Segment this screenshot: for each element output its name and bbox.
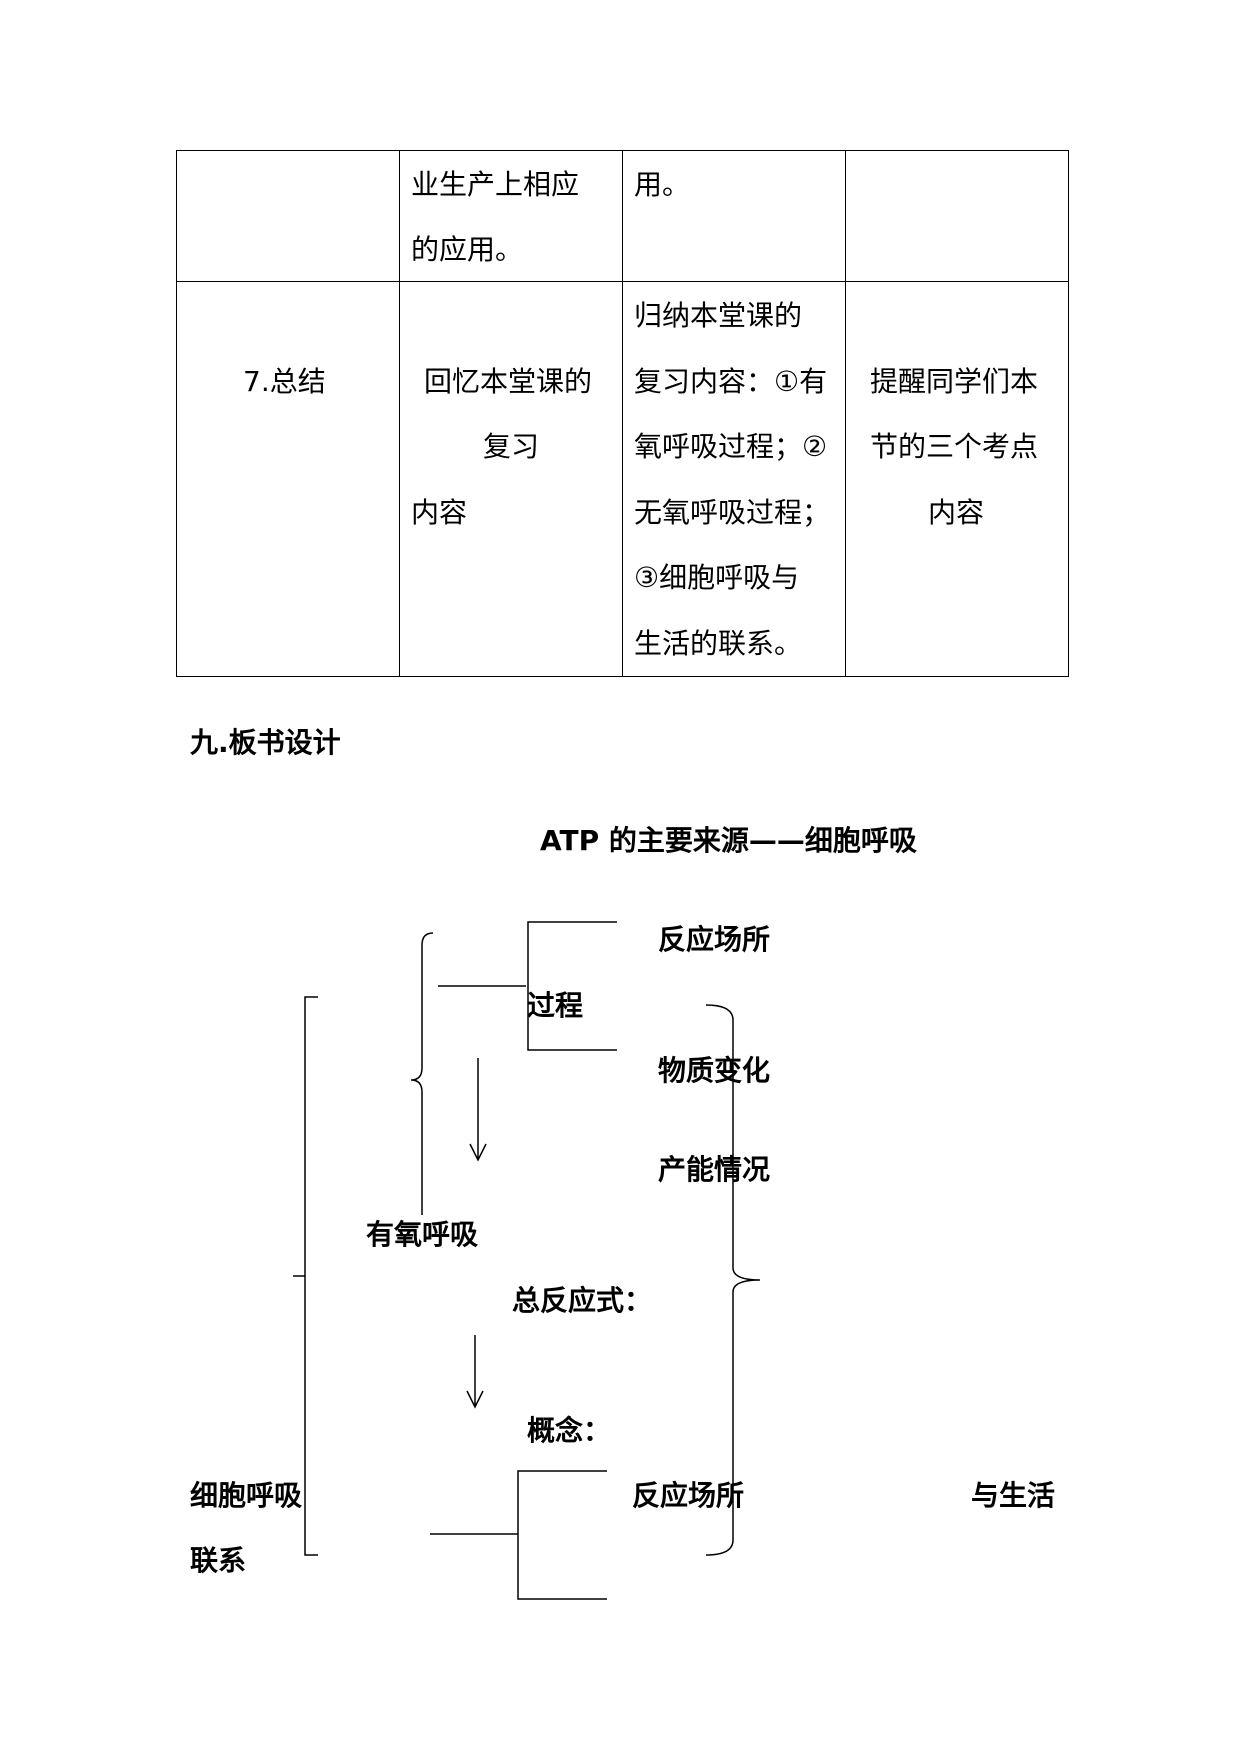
board-title: ATP 的主要来源——细胞呼吸 xyxy=(540,824,917,857)
design-intent-text: 内容 xyxy=(928,496,985,529)
design-intent-text: 节的三个考点 xyxy=(870,430,1039,463)
table-text: 的应用。 xyxy=(411,233,524,266)
teacher-activity-text: ③细胞呼吸与 xyxy=(634,561,800,594)
reaction-site-label: 反应场所 xyxy=(658,923,771,956)
with-life-label: 与生活 xyxy=(971,1479,1056,1512)
right-bracket xyxy=(705,1004,761,1556)
design-intent-text: 提醒同学们本 xyxy=(870,365,1039,398)
section-heading: 九.板书设计 xyxy=(190,726,341,759)
student-activity-text: 内容 xyxy=(411,496,468,529)
teacher-activity-text: 生活的联系。 xyxy=(634,627,803,660)
aerobic-label: 有氧呼吸 xyxy=(366,1218,479,1251)
teacher-activity-text: 复习内容：①有 xyxy=(634,365,828,398)
step-label: 7.总结 xyxy=(243,365,326,398)
energy-label: 产能情况 xyxy=(658,1153,771,1186)
arrow-1 xyxy=(469,1058,487,1162)
student-activity-text: 复习 xyxy=(483,430,540,463)
table-cell xyxy=(845,281,1069,677)
outer-bracket xyxy=(293,996,318,1556)
total-equation-label: 总反应式： xyxy=(512,1284,653,1317)
cell-respiration-label: 细胞呼吸 xyxy=(190,1479,303,1512)
teacher-activity-text: 无氧呼吸过程； xyxy=(634,496,831,529)
connection-label: 联系 xyxy=(190,1544,247,1577)
reaction-site-label: 反应场所 xyxy=(632,1479,745,1512)
teacher-activity-text: 氧呼吸过程；② xyxy=(634,430,828,463)
aerobic-bracket xyxy=(410,932,434,1215)
table-text: 业生产上相应 xyxy=(411,168,580,201)
process-bracket xyxy=(527,921,617,1051)
teacher-activity-text: 归纳本堂课的 xyxy=(634,299,803,332)
material-change-label: 物质变化 xyxy=(658,1054,771,1087)
lower-bracket xyxy=(517,1470,607,1600)
table-text: 用。 xyxy=(634,168,691,201)
student-activity-text: 回忆本堂课的 xyxy=(424,365,593,398)
arrow-2 xyxy=(466,1335,484,1409)
process-label: 过程 xyxy=(527,989,584,1022)
concept-label: 概念： xyxy=(527,1414,612,1447)
